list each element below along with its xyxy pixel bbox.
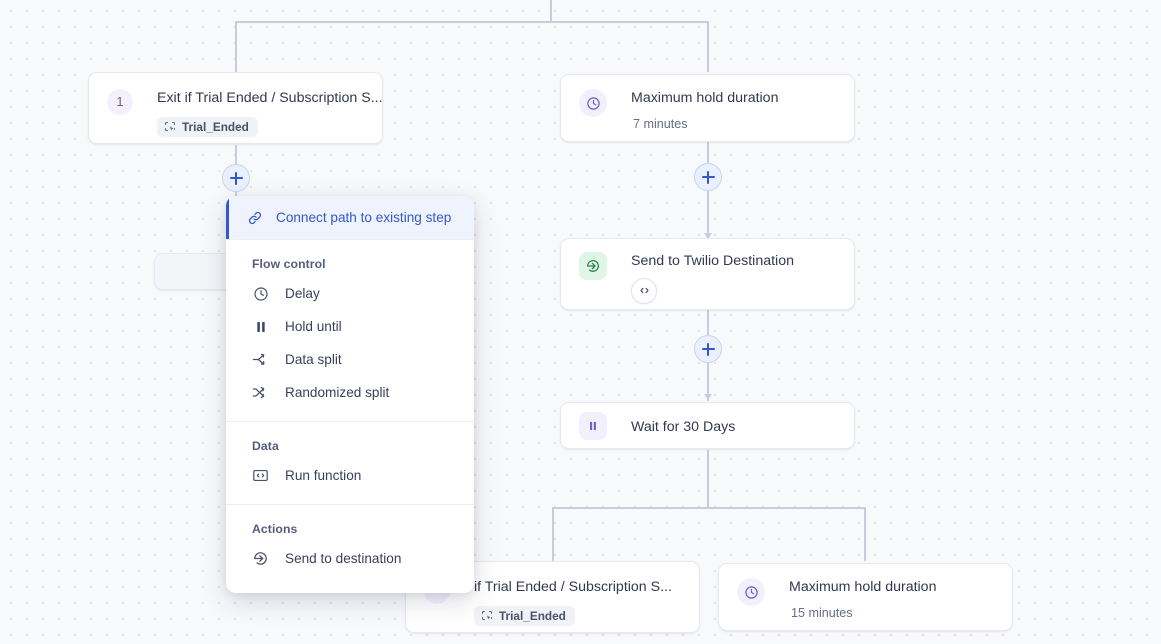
node-tag: Trial_Ended: [157, 116, 258, 137]
edge-to-exit-trial-top: [235, 21, 237, 72]
send-to-destination-icon: [579, 252, 607, 280]
edge-split-bottom: [553, 507, 866, 509]
add-step-menu[interactable]: Connect path to existing step Flow contr…: [226, 196, 474, 593]
node-max-hold-7[interactable]: Maximum hold duration 7 minutes: [560, 74, 855, 142]
menu-item-connect-path[interactable]: Connect path to existing step: [226, 196, 474, 239]
menu-item-label: Send to destination: [285, 551, 402, 566]
node-title: Exit if Trial Ended / Subscription S...: [157, 90, 383, 106]
node-wait-30-days[interactable]: Wait for 30 Days: [560, 402, 855, 449]
edge-wait-to-split: [707, 450, 709, 508]
menu-section-label: Flow control: [252, 257, 326, 271]
add-step-button-right-2[interactable]: [694, 335, 722, 363]
plus-icon-vertical: [706, 342, 710, 356]
node-max-hold-15[interactable]: Maximum hold duration 15 minutes: [718, 563, 1013, 631]
edge-to-exit-trial-bottom: [552, 507, 554, 561]
menu-item-send-to-destination[interactable]: Send to destination: [226, 542, 474, 575]
selection-cursor-icon: [164, 121, 176, 133]
edge-to-max-hold-15: [864, 507, 866, 561]
plus-icon-vertical: [234, 171, 238, 185]
menu-item-label: Hold until: [285, 319, 342, 334]
edge-plus1-to-twilio: [707, 191, 709, 241]
menu-section-flow-control: Flow control Delay Hold until: [226, 239, 474, 421]
add-step-button-right-1[interactable]: [694, 163, 722, 191]
node-subtitle: 15 minutes: [791, 605, 853, 620]
menu-item-delay[interactable]: Delay: [226, 277, 474, 310]
add-step-button-left[interactable]: [222, 164, 250, 192]
arrowhead-wait: [703, 394, 712, 400]
menu-section-label: Data: [252, 439, 279, 453]
clock-icon: [579, 89, 607, 117]
pause-icon: [579, 412, 607, 440]
arrowhead-twilio: [703, 233, 712, 239]
randomized-split-icon: [252, 384, 269, 401]
clock-icon: [252, 285, 269, 302]
node-tag: Trial_Ended: [474, 605, 575, 626]
node-title: Maximum hold duration: [631, 90, 779, 106]
node-send-twilio[interactable]: Send to Twilio Destination: [560, 238, 855, 310]
send-to-destination-icon: [252, 550, 269, 567]
menu-section-data: Data Run function: [226, 421, 474, 504]
code-icon: [631, 277, 657, 304]
plus-icon-vertical: [706, 170, 710, 184]
menu-item-data-split[interactable]: Data split: [226, 343, 474, 376]
clock-icon: [737, 578, 765, 606]
menu-item-label: Connect path to existing step: [276, 210, 452, 225]
menu-item-label: Data split: [285, 352, 342, 367]
menu-item-run-function[interactable]: Run function: [226, 459, 474, 492]
selection-cursor-icon: [481, 610, 493, 622]
edge-to-max-hold-7: [707, 21, 709, 72]
link-icon: [246, 209, 263, 226]
edge-exit-to-plus-left: [235, 145, 237, 164]
menu-item-randomized-split[interactable]: Randomized split: [226, 376, 474, 409]
edge-split-top: [236, 21, 709, 23]
node-title: Maximum hold duration: [789, 579, 937, 595]
code-window-icon: [252, 467, 269, 484]
node-tag-label: Trial_Ended: [499, 608, 566, 623]
edge-plus2-to-wait: [707, 363, 709, 401]
menu-item-label: Randomized split: [285, 385, 390, 400]
menu-item-label: Run function: [285, 468, 362, 483]
edge-twilio-to-plus-2: [707, 310, 709, 335]
node-exit-trial-top[interactable]: 1 Exit if Trial Ended / Subscription S..…: [88, 72, 383, 144]
node-title: if Trial Ended / Subscription S...: [474, 579, 672, 595]
menu-section-label: Actions: [252, 522, 298, 536]
edge-maxhold-to-plus-1: [707, 142, 709, 163]
data-split-icon: [252, 351, 269, 368]
node-step-number: 1: [107, 89, 133, 115]
node-title: Send to Twilio Destination: [631, 253, 794, 269]
node-title: Wait for 30 Days: [631, 419, 736, 436]
edge-trunk-top: [550, 0, 552, 22]
pause-icon: [252, 318, 269, 335]
node-tag-label: Trial_Ended: [182, 119, 249, 134]
menu-item-hold-until[interactable]: Hold until: [226, 310, 474, 343]
menu-item-label: Delay: [285, 286, 320, 301]
node-subtitle: 7 minutes: [633, 116, 688, 131]
menu-section-actions: Actions Send to destination: [226, 504, 474, 593]
